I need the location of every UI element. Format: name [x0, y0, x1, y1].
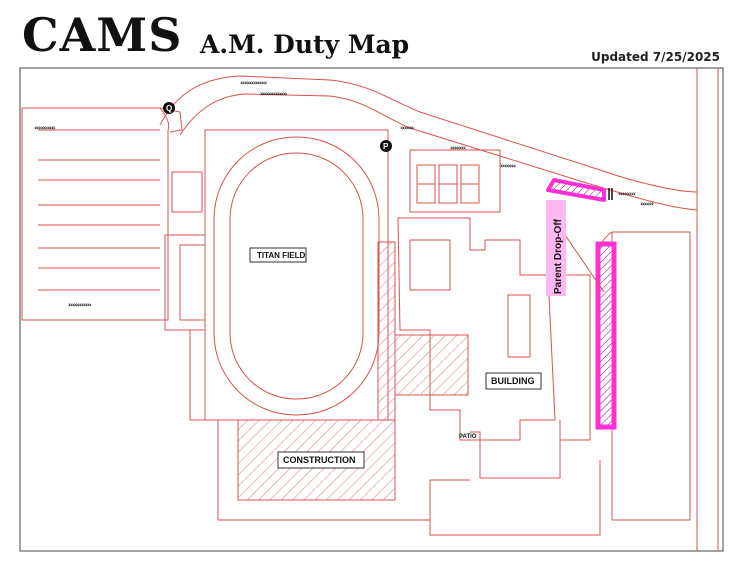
arrow-right-icon: ››››››››››››››	[260, 90, 288, 98]
dropoff-entry-highlight	[546, 178, 606, 202]
construction-strip	[377, 241, 396, 421]
school-name: CAMS	[22, 8, 183, 62]
track-outer	[213, 136, 380, 416]
parking-lot	[21, 107, 170, 321]
arrow-left-icon: ‹‹‹‹‹‹‹‹‹	[618, 190, 636, 198]
dropoff-label-box	[546, 200, 566, 296]
map-title: A.M. Duty Map	[200, 30, 410, 59]
patio-label: PATIO	[459, 434, 477, 440]
arrow-right-icon: ››››››››	[500, 162, 516, 170]
main-road	[696, 68, 719, 551]
building-label-box	[485, 372, 542, 390]
dropoff-lane-highlight	[595, 241, 617, 430]
tennis-courts	[416, 164, 480, 204]
arrow-right-icon: ›››››››	[640, 200, 654, 208]
construction-annex	[394, 334, 469, 396]
arrow-left-icon: ‹‹‹‹‹‹‹‹‹‹‹‹‹‹	[240, 79, 268, 87]
dropoff-label: Parent Drop-Off	[553, 218, 564, 294]
marker-q: Q	[163, 102, 175, 114]
marker-q-label: Q	[166, 104, 172, 113]
construction-label-box	[277, 451, 365, 469]
track-inner	[229, 152, 364, 400]
updated-date: Updated 7/25/2025	[591, 50, 720, 64]
bus-lane	[611, 231, 691, 521]
gate-icon	[608, 188, 613, 200]
arrow-left-icon: ‹‹‹‹‹‹‹‹‹‹‹	[34, 124, 56, 132]
parking-stalls	[38, 129, 160, 291]
marker-p: P	[380, 140, 392, 152]
field-label-box	[249, 247, 307, 263]
loop-road-inner	[179, 93, 698, 211]
construction-label: CONSTRUCTION	[283, 455, 356, 465]
arrow-right-icon: ›››››››	[400, 124, 414, 132]
marker-p-label: P	[383, 142, 389, 151]
traffic-arrows: ‹‹‹‹‹‹‹‹‹‹‹‹‹‹ ›››››››››››››› ››››››› ‹‹…	[34, 79, 655, 309]
loop-road-outer	[159, 75, 698, 193]
building-label: BUILDING	[491, 376, 535, 386]
map-frame	[19, 67, 724, 552]
arrow-left-icon: ‹‹‹‹‹‹‹‹	[450, 144, 466, 152]
field-label: TITAN FIELD	[257, 251, 306, 260]
school-building	[397, 217, 556, 441]
arrow-right-icon: ››››››››››››	[68, 301, 92, 309]
